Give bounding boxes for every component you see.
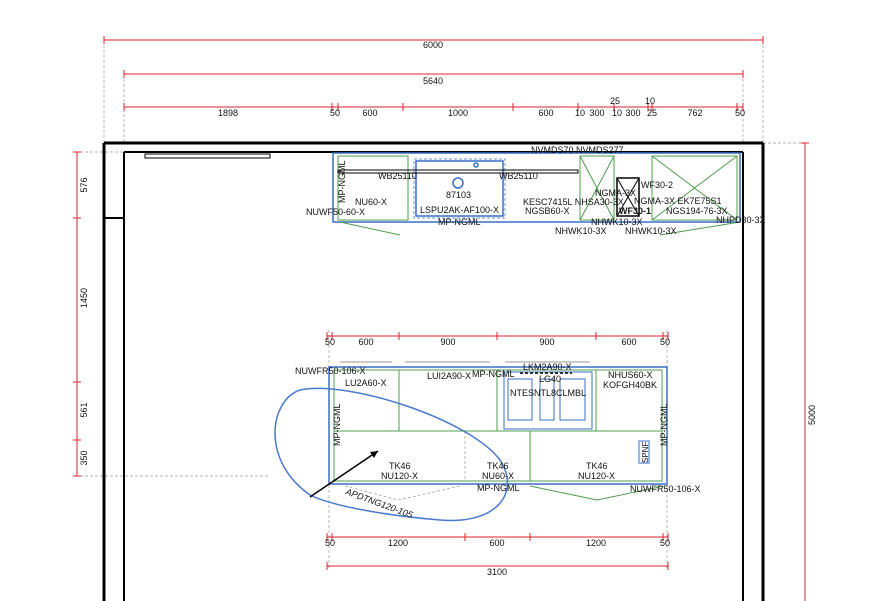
dimension-overall: 6000 <box>103 36 764 50</box>
label-mp-bottom: MP-NGML <box>438 217 481 227</box>
label-lkm: LKM2A90-X <box>523 362 572 372</box>
label-mp-top: MP-NGML <box>472 369 515 379</box>
dim-seg: 50 <box>660 337 670 347</box>
label-nhus: NHUS60-X <box>608 370 653 380</box>
label-kofgh: KOFGH40BK <box>603 380 657 390</box>
dim-seg: 10 <box>575 108 585 118</box>
label-nuwf: NUWF50-60-X <box>306 207 365 217</box>
dim-seg: 600 <box>489 538 504 548</box>
label-nvmds: NVMDS70 NVMDS277 <box>531 145 624 155</box>
dim-seg: 1898 <box>218 108 238 118</box>
dim-seg: 25 <box>647 108 657 118</box>
label-ngma1: NGMA-3X <box>595 188 636 198</box>
dimension-inner: 5640 <box>123 70 744 86</box>
label-spnf: SPNF <box>641 442 650 463</box>
label-apdt: APDTNG120-105 <box>343 486 415 520</box>
dim-seg: 900 <box>539 337 554 347</box>
label-nu60: NU60-X <box>355 197 387 207</box>
dim-seg: 10 <box>612 108 622 118</box>
label-nu120: NU120-X <box>578 471 615 481</box>
dim-seg: 762 <box>687 108 702 118</box>
dimension-island-top: 50 600 900 900 600 50 <box>325 332 670 347</box>
dim-island-total: 3100 <box>487 567 507 577</box>
label-lui2a: LUI2A90-X <box>427 371 471 381</box>
label-ntes: NTESNTL8CLMBL <box>510 388 586 398</box>
label-mp-right: MP-NGML <box>659 404 669 447</box>
dim-seg: 600 <box>538 108 553 118</box>
dim-6000: 6000 <box>423 40 443 50</box>
label-nuwfr-top: NUWFR50-106-X <box>295 366 366 376</box>
dimension-island-bottom: 50 1200 600 1200 50 3100 <box>325 533 670 577</box>
dim-seg: 900 <box>440 337 455 347</box>
label-tk46: TK46 <box>487 461 509 471</box>
dim-left: 561 <box>79 402 89 417</box>
dimension-left: 576 1450 561 350 <box>73 151 89 477</box>
label-nhpd: NHPD30-3X <box>716 215 766 225</box>
dim-seg: 25 <box>610 96 620 106</box>
label-nu60: NU60-X <box>482 471 514 481</box>
dim-seg: 600 <box>362 108 377 118</box>
label-sink: LSPU2AK-AF100-X <box>420 205 499 215</box>
dim-seg: 1000 <box>448 108 468 118</box>
dim-seg: 300 <box>589 108 604 118</box>
label-mp-bottom: MP-NGML <box>477 483 520 493</box>
dim-seg: 10 <box>645 96 655 106</box>
dim-seg: 50 <box>330 108 340 118</box>
dim-left: 1450 <box>79 288 89 308</box>
label-lg40: LG40 <box>539 374 561 384</box>
wall-cabinet-run: NVMDS70 NVMDS277 WB25110 WB25110 MP-NGML… <box>306 145 766 236</box>
label-ngsb: NGSB60-X <box>525 206 570 216</box>
label-lu2a: LU2A60-X <box>345 378 387 388</box>
label-ngma2: NGMA-3X EK7E75S1 <box>634 196 722 206</box>
dimension-right: 5000 <box>801 142 817 601</box>
label-sink-code: 87103 <box>446 190 471 200</box>
label-nuwfr-bottom: NUWFR50-106-X <box>630 484 701 494</box>
dim-left: 350 <box>79 450 89 465</box>
label-mp-left: MP-NGML <box>332 404 342 447</box>
dim-seg: 300 <box>625 108 640 118</box>
label-ngs194: NGS194-76-3X <box>666 206 728 216</box>
label-tk46: TK46 <box>389 461 411 471</box>
dimension-segments: 1898 50 600 1000 600 10 300 10 300 25 76… <box>123 96 745 118</box>
label-wb-left: WB25110 <box>378 171 417 181</box>
label-kesc: KESC7415L NHSA30-3X <box>523 197 624 207</box>
dim-right: 5000 <box>807 405 817 425</box>
island: NUWFR50-106-X LU2A60-X LUI2A90-X MP-NGML… <box>274 361 701 522</box>
dim-seg: 600 <box>621 337 636 347</box>
label-nhwk: NHWK10-3X <box>625 226 677 236</box>
label-mp-vertical: MP-NGML <box>337 161 347 204</box>
label-tk46: TK46 <box>586 461 608 471</box>
label-wf301: WF30-1 <box>619 206 651 216</box>
dim-seg: 1200 <box>388 538 408 548</box>
dim-seg: 50 <box>325 538 335 548</box>
label-nu120: NU120-X <box>381 471 418 481</box>
label-wf302: WF30-2 <box>641 180 673 190</box>
walls <box>102 141 765 601</box>
dim-seg: 50 <box>325 337 335 347</box>
dim-left: 576 <box>79 177 89 192</box>
dim-seg: 1200 <box>586 538 606 548</box>
label-nhwk: NHWK10-3X <box>555 226 607 236</box>
dim-seg: 50 <box>735 108 745 118</box>
dim-5640: 5640 <box>423 76 443 86</box>
label-wb-right: WB25110 <box>499 171 538 181</box>
label-nhwk: NHWK10-3X <box>591 217 643 227</box>
dim-seg: 50 <box>660 538 670 548</box>
dim-seg: 600 <box>358 337 373 347</box>
